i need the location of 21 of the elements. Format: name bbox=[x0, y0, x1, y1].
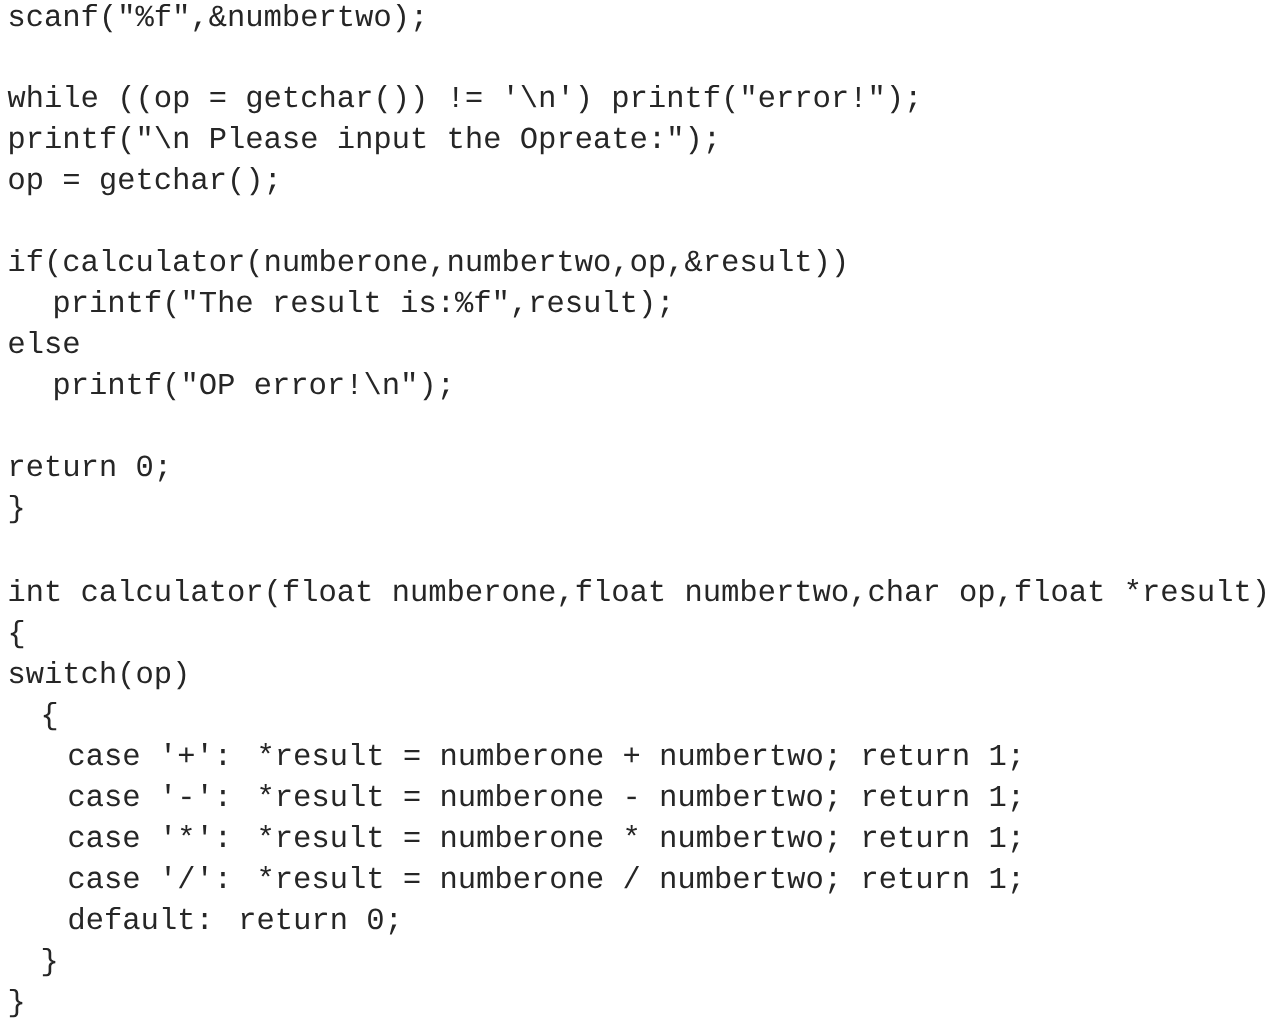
code-line: } bbox=[42, 947, 56, 977]
code-line: case '-': *result = numberone - numbertwo; return 1; bbox=[69, 783, 1019, 812]
code-line: return 0; bbox=[11, 455, 166, 482]
code-line: scanf("%f",&numbertwo); bbox=[9, 3, 422, 33]
code-line: case '*': *result = numberone * numbertwo; return 1; bbox=[69, 824, 1019, 853]
code-line: if(calculator(numberone,numbertwo,op,&result)) bbox=[9, 248, 845, 278]
code-line: else bbox=[9, 330, 79, 354]
code-line: int calculator(float numberone,float numbertwo,char op,float *result) bbox=[9, 578, 1265, 608]
code-line: { bbox=[10, 619, 24, 649]
code-line: printf("\n Please input the Opreate:"); bbox=[10, 125, 715, 155]
code-line: switch(op) bbox=[9, 660, 186, 690]
code-line: printf("The result is:%f",result); bbox=[55, 289, 668, 319]
code-line: } bbox=[9, 988, 23, 1018]
code-line: while ((op = getchar()) != '\n') printf("error!"); bbox=[7, 84, 916, 114]
code-line: case '/': *result = numberone / numbertwo; return 1; bbox=[69, 865, 1019, 894]
code-line: default: return 0; bbox=[69, 906, 397, 935]
code-line: } bbox=[9, 494, 23, 524]
code-line: printf("OP error!\n"); bbox=[55, 371, 449, 401]
code-line: case '+': *result = numberone + numbertwo; return 1; bbox=[69, 742, 1019, 771]
code-line: op = getchar(); bbox=[9, 166, 276, 196]
code-line: { bbox=[43, 701, 57, 731]
